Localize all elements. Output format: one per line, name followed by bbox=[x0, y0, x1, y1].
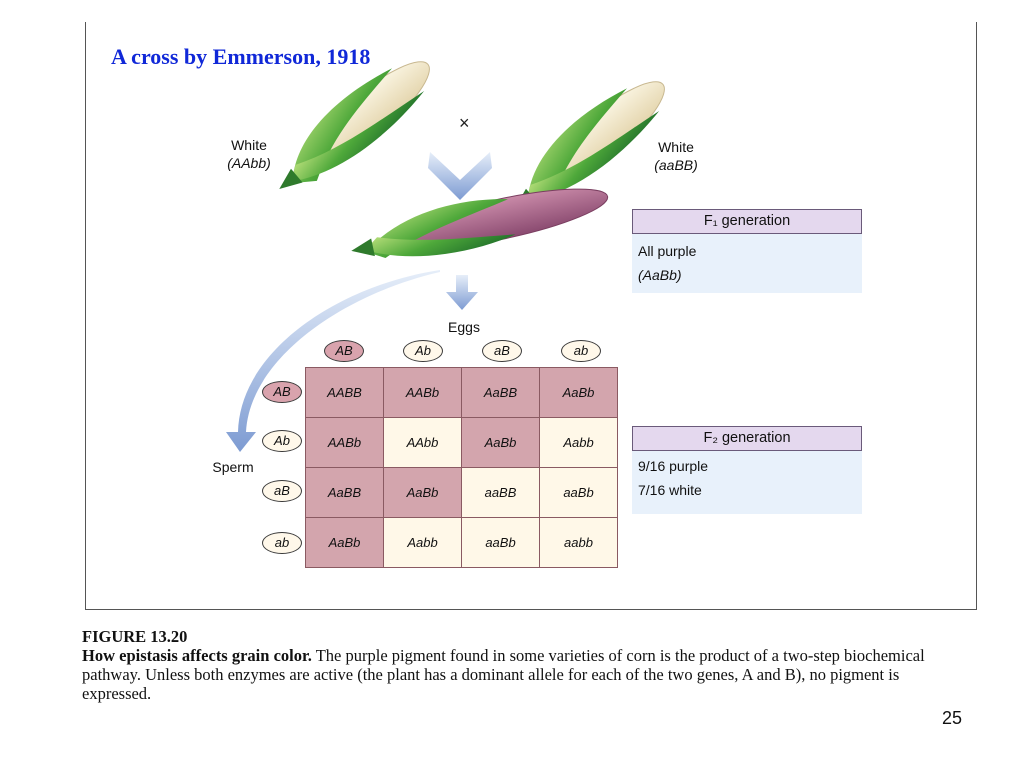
slide-title: A cross by Emmerson, 1918 bbox=[111, 44, 371, 69]
punnett-cell: AABb bbox=[305, 417, 384, 468]
white-corn-left bbox=[279, 61, 430, 189]
punnett-cell: AABb bbox=[383, 367, 462, 418]
egg-gamete: ab bbox=[561, 340, 601, 362]
right-parent-label: White (aaBB) bbox=[654, 139, 698, 173]
sperm-label: Sperm bbox=[212, 459, 254, 475]
punnett-cell: aabb bbox=[539, 517, 618, 568]
punnett-cell: AaBb bbox=[461, 417, 540, 468]
egg-gamete: Ab bbox=[403, 340, 443, 362]
sperm-gamete: ab bbox=[262, 532, 302, 554]
punnett-cell: aaBb bbox=[461, 517, 540, 568]
eggs-label: Eggs bbox=[448, 319, 480, 335]
figure-frame bbox=[85, 22, 977, 610]
f1-generation-box: F₁ generation All purple (AaBb) bbox=[632, 209, 862, 293]
page-number: 25 bbox=[942, 708, 963, 728]
punnett-cell: aaBb bbox=[539, 467, 618, 518]
purple-corn-f1 bbox=[351, 188, 609, 258]
punnett-cell: AAbb bbox=[383, 417, 462, 468]
figure-number: FIGURE 13.20 bbox=[82, 627, 188, 646]
figure-caption: FIGURE 13.20 How epistasis affects grain… bbox=[82, 627, 962, 703]
egg-gamete: AB bbox=[324, 340, 364, 362]
punnett-cell: Aabb bbox=[539, 417, 618, 468]
caption-heading: How epistasis affects grain color. bbox=[82, 646, 312, 665]
punnett-cell: AaBB bbox=[305, 467, 384, 518]
punnett-cell: Aabb bbox=[383, 517, 462, 568]
f2-header: F₂ generation bbox=[632, 426, 862, 451]
f2-line1: 9/16 purple bbox=[638, 458, 709, 474]
sperm-gamete: aB bbox=[262, 480, 302, 502]
f2-line2: 7/16 white bbox=[638, 482, 702, 498]
punnett-cell: AaBb bbox=[305, 517, 384, 568]
f1-header: F₁ generation bbox=[632, 209, 862, 234]
caption-text: The purple pigment found in some varieti… bbox=[82, 646, 925, 703]
punnett-cell: AaBB bbox=[461, 367, 540, 418]
f2-generation-box: F₂ generation 9/16 purple 7/16 white bbox=[632, 426, 862, 514]
left-parent-label: White (AAbb) bbox=[227, 137, 271, 171]
eggs-down-arrow bbox=[446, 275, 478, 310]
punnett-cell: AABB bbox=[305, 367, 384, 418]
sperm-gamete: Ab bbox=[262, 430, 302, 452]
f1-line1: All purple bbox=[638, 243, 697, 259]
punnett-cell: AaBb bbox=[539, 367, 618, 418]
cross-symbol: × bbox=[459, 113, 470, 133]
f1-line2: (AaBb) bbox=[638, 267, 682, 283]
punnett-cell: AaBb bbox=[383, 467, 462, 518]
sperm-curved-arrow bbox=[226, 270, 440, 452]
sperm-gamete: AB bbox=[262, 381, 302, 403]
punnett-cell: aaBB bbox=[461, 467, 540, 518]
egg-gamete: aB bbox=[482, 340, 522, 362]
cross-down-arrow bbox=[428, 152, 492, 200]
corn-illustration bbox=[226, 61, 665, 452]
